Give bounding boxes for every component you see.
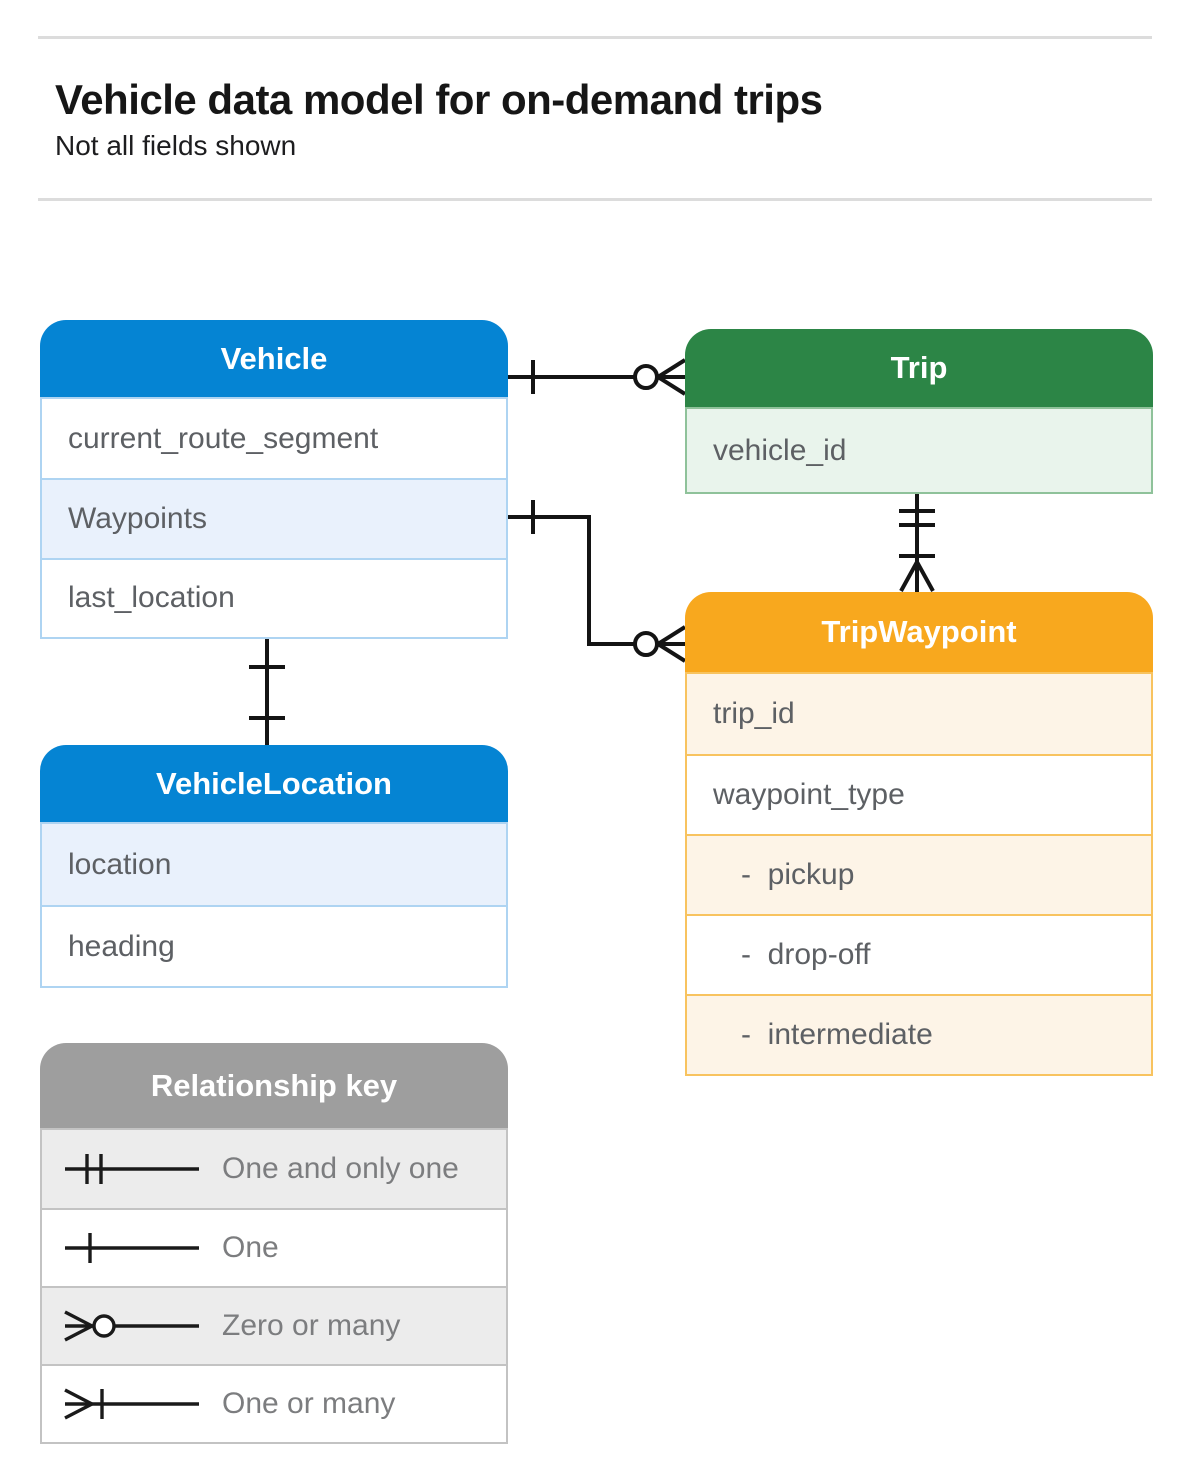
vehicle-waypoints-tripwaypoint-connector: [508, 500, 687, 663]
entity-trip-waypoint-title: TripWaypoint: [685, 592, 1153, 672]
field-heading: heading: [42, 905, 506, 986]
trip-tripwaypoint-connector: [899, 490, 935, 592]
field-waypoint-type: waypoint_type: [687, 754, 1151, 834]
entity-trip-waypoint-fields: trip_id waypoint_type - pickup - drop-of…: [685, 672, 1153, 1076]
field-trip-id: trip_id: [687, 674, 1151, 754]
entity-vehicle-location: VehicleLocation location heading: [40, 745, 508, 988]
field-vehicle-id: vehicle_id: [687, 409, 1151, 492]
relationship-key-title: Relationship key: [40, 1043, 508, 1128]
entity-trip-waypoint: TripWaypoint trip_id waypoint_type - pic…: [685, 592, 1153, 1076]
one-or-many-icon: [64, 1388, 199, 1420]
entity-vehicle: Vehicle current_route_segment Waypoints …: [40, 320, 508, 639]
one-and-only-one-icon: [65, 1154, 199, 1184]
field-waypoint-type-intermediate: - intermediate: [687, 994, 1151, 1074]
header-divider: [38, 198, 1152, 201]
page-title: Vehicle data model for on-demand trips: [55, 76, 823, 123]
key-item-label: Zero or many: [222, 1309, 401, 1342]
field-last-location: last_location: [42, 557, 506, 637]
vehicle-vehiclelocation-connector: [249, 635, 285, 745]
key-item-one: One: [42, 1208, 506, 1286]
key-item-label: One or many: [222, 1387, 396, 1420]
key-item-zero-or-many: Zero or many: [42, 1286, 506, 1364]
entity-vehicle-location-fields: location heading: [40, 822, 508, 988]
top-divider: [38, 36, 1152, 39]
field-waypoint-type-pickup: - pickup: [687, 834, 1151, 914]
entity-vehicle-fields: current_route_segment Waypoints last_loc…: [40, 397, 508, 639]
key-item-label: One and only one: [222, 1152, 459, 1185]
entity-vehicle-location-title: VehicleLocation: [40, 745, 508, 822]
zero-or-many-icon: [64, 1310, 199, 1342]
vehicle-trip-connector: [508, 358, 687, 396]
field-location: location: [42, 824, 506, 905]
page-subtitle: Not all fields shown: [55, 130, 297, 161]
relationship-key: Relationship key One and only one One: [40, 1043, 508, 1444]
entity-trip: Trip vehicle_id: [685, 329, 1153, 494]
key-item-one-and-only-one: One and only one: [42, 1130, 506, 1208]
field-waypoints: Waypoints: [42, 478, 506, 558]
relationship-key-rows: One and only one One Zero or many: [40, 1128, 508, 1444]
key-item-one-or-many: One or many: [42, 1364, 506, 1442]
one-icon: [65, 1233, 199, 1263]
key-item-label: One: [222, 1231, 279, 1264]
entity-trip-fields: vehicle_id: [685, 407, 1153, 494]
field-waypoint-type-drop-off: - drop-off: [687, 914, 1151, 994]
entity-vehicle-title: Vehicle: [40, 320, 508, 397]
field-current-route-segment: current_route_segment: [42, 399, 506, 479]
entity-trip-title: Trip: [685, 329, 1153, 407]
